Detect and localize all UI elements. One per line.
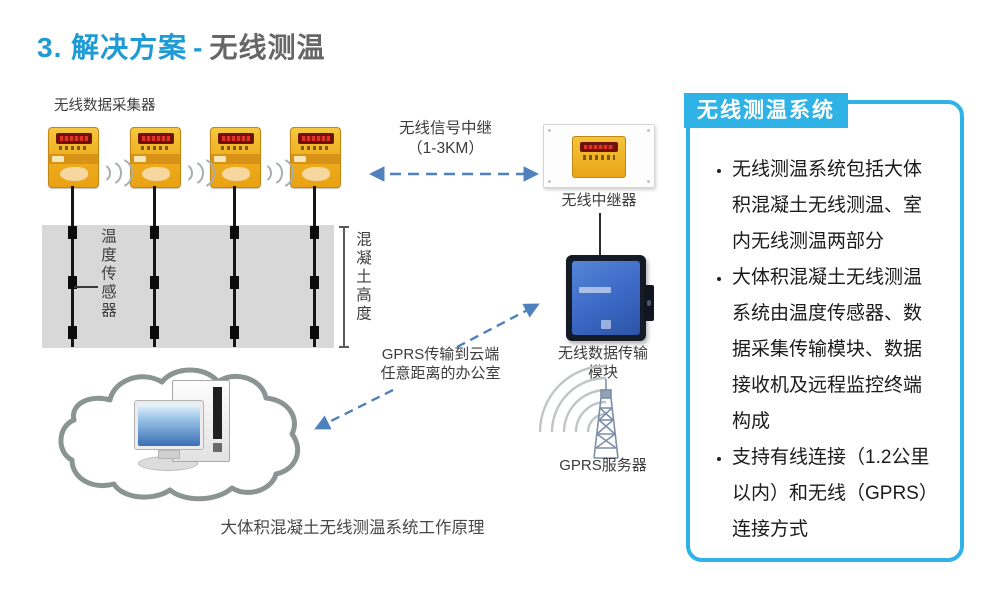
- module-label: 无线数据传输 模块: [538, 344, 668, 382]
- collector-strip: [211, 154, 260, 164]
- module-front-panel: [572, 261, 640, 335]
- title-topic: 无线测温: [209, 32, 326, 63]
- wireless-repeater-icon: [543, 124, 655, 188]
- collector-buttons: [58, 146, 89, 150]
- panel-bullet: 支持有线连接（1.2公里以内）和无线（GPRS）连接方式: [732, 440, 934, 548]
- temperature-sensor-icon: [310, 226, 319, 239]
- collector-display: [297, 133, 334, 144]
- sensor-cable: [68, 186, 77, 347]
- height-dimension-line: [339, 226, 349, 348]
- collector-sticker: [301, 167, 330, 181]
- collector-buttons: [300, 146, 331, 150]
- gprs-note-line2: 任意距离的办公室: [380, 365, 501, 382]
- collector-strip: [131, 154, 180, 164]
- temperature-sensor-icon: [68, 226, 77, 239]
- collector-led-row: [59, 136, 88, 141]
- temperature-sensor-icon: [150, 326, 159, 339]
- collector-strip: [49, 154, 98, 164]
- temperature-sensor-icon: [230, 226, 239, 239]
- collector-sticker: [141, 167, 170, 181]
- relay-caption: 无线信号中继 （1-3KM）: [383, 119, 508, 159]
- panel-bullet-list: 无线测温系统包括大体积混凝土无线测温、室内无线测温两部分 大体积混凝土无线测温系…: [710, 152, 934, 548]
- temperature-sensor-icon: [310, 326, 319, 339]
- repeater-label: 无线中继器: [561, 192, 637, 209]
- panel-header: 无线测温系统: [684, 93, 848, 128]
- page-title: 3. 解决方案-无线测温: [37, 26, 325, 66]
- title-dash: -: [193, 32, 204, 63]
- repeater-buttons: [583, 155, 615, 160]
- arrow-to-cloud: [314, 388, 394, 430]
- temperature-sensor-icon: [68, 276, 77, 289]
- gprs-note-line1: GPRS传输到云端: [381, 346, 500, 363]
- repeater-display: [580, 142, 618, 152]
- temperature-sensor-icon: [150, 226, 159, 239]
- gprs-server-label: GPRS服务器: [559, 457, 647, 474]
- collector-sticker: [221, 167, 250, 181]
- collector-display: [217, 133, 254, 144]
- temperature-sensor-icon: [310, 276, 319, 289]
- module-label-line1: 无线数据传输: [557, 345, 648, 362]
- gprs-note: GPRS传输到云端 任意距离的办公室: [358, 345, 523, 383]
- temp-sensor-label: 温度传感器: [99, 228, 116, 321]
- concrete-height-label: 混凝土高度: [354, 231, 371, 324]
- collector-buttons: [140, 146, 171, 150]
- sensor-pointer-line: [74, 286, 98, 288]
- collector-display: [137, 133, 174, 144]
- signal-waves-icon: [181, 158, 215, 187]
- monitor-screen: [138, 404, 200, 446]
- transmission-module-icon: [566, 255, 654, 341]
- signal-waves-icon: [260, 158, 294, 187]
- collector-led-row: [301, 136, 330, 141]
- collector-led-row: [141, 136, 170, 141]
- temperature-sensor-icon: [150, 276, 159, 289]
- monitor-stand: [158, 450, 180, 459]
- collector-strip: [291, 154, 340, 164]
- wireless-collector-device-icon: [210, 127, 261, 188]
- collectors-label: 无线数据采集器: [54, 98, 156, 114]
- module-antenna-line: [599, 213, 601, 257]
- temperature-sensor-icon: [230, 326, 239, 339]
- temperature-sensor-icon: [230, 276, 239, 289]
- collector-sticker: [59, 167, 88, 181]
- wireless-collector-device-icon: [290, 127, 341, 188]
- sensor-cable: [150, 186, 159, 347]
- sensor-cable: [230, 186, 239, 347]
- diagram-caption: 大体积混凝土无线测温系统工作原理: [220, 519, 485, 537]
- relay-caption-line1: 无线信号中继: [398, 120, 492, 137]
- repeater-device: [572, 136, 626, 178]
- signal-waves-icon: [99, 158, 133, 187]
- wireless-collector-device-icon: [130, 127, 181, 188]
- computer-monitor: [134, 400, 204, 450]
- computer-icon: [120, 372, 250, 474]
- module-mount-bracket: [644, 285, 654, 321]
- temperature-sensor-icon: [68, 326, 77, 339]
- relay-caption-line2: （1-3KM）: [407, 140, 484, 157]
- panel-bullet: 大体积混凝土无线测温系统由温度传感器、数据采集传输模块、数据接收机及远程监控终端…: [732, 260, 934, 440]
- wireless-collector-device-icon: [48, 127, 99, 188]
- collector-buttons: [220, 146, 251, 150]
- info-panel: 无线测温系统包括大体积混凝土无线测温、室内无线测温两部分 大体积混凝土无线测温系…: [686, 100, 964, 562]
- panel-bullet: 无线测温系统包括大体积混凝土无线测温、室内无线测温两部分: [732, 152, 934, 260]
- module-label-line2: 模块: [587, 364, 618, 381]
- collector-led-row: [221, 136, 250, 141]
- collector-display: [55, 133, 92, 144]
- gprs-tower-icon: [593, 379, 619, 459]
- sensor-cable: [310, 186, 319, 347]
- title-section-number: 3. 解决方案: [37, 32, 188, 63]
